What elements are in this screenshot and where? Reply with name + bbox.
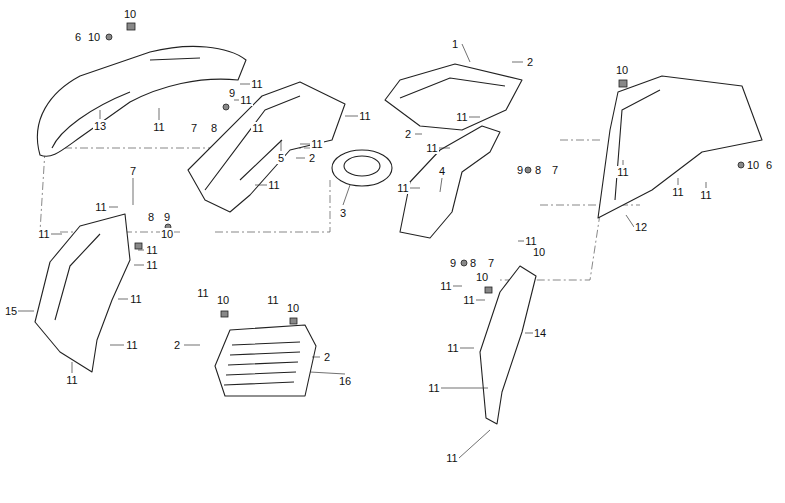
callout-number: 10 <box>615 64 629 76</box>
callout-number: 2 <box>173 339 181 351</box>
callout-number: 7 <box>190 122 198 134</box>
callout-number: 2 <box>308 152 316 164</box>
callout-number: 6 <box>74 31 82 43</box>
callout-number: 11 <box>239 94 252 106</box>
callout-number: 11 <box>251 122 264 134</box>
frame-bracket <box>188 82 345 212</box>
front-cowl-right <box>598 76 762 218</box>
callout-number: 7 <box>129 165 137 177</box>
callout-number: 11 <box>427 382 440 394</box>
top-cover <box>385 64 522 130</box>
callout-number: 10 <box>286 302 300 314</box>
callout-number: 11 <box>699 189 712 201</box>
callout-number: 9 <box>449 257 457 269</box>
callout-number: 2 <box>404 128 412 140</box>
parts <box>35 46 762 424</box>
callout-number: 11 <box>445 452 458 464</box>
callout-number: 11 <box>152 121 165 133</box>
callout-number: 11 <box>145 259 158 271</box>
callout-number: 11 <box>425 142 438 154</box>
callout-number: 10 <box>216 294 230 306</box>
callout-number: 8 <box>147 211 155 223</box>
callout-number: 10 <box>87 31 101 43</box>
callout-number: 11 <box>616 166 629 178</box>
callout-number: 11 <box>462 294 475 306</box>
callout-number: 7 <box>551 164 559 176</box>
callout-number: 11 <box>65 374 78 386</box>
radiator-grille <box>215 325 316 396</box>
callout-number: 9 <box>516 164 524 176</box>
callout-number: 11 <box>358 110 371 122</box>
callout-number: 2 <box>323 351 331 363</box>
callout-number: 11 <box>129 293 142 305</box>
callout-number: 11 <box>310 138 323 150</box>
fasteners <box>106 23 744 324</box>
callout-number: 11 <box>266 294 279 306</box>
callout-number: 8 <box>534 164 542 176</box>
front-cowl-left <box>37 46 246 156</box>
callout-number: 11 <box>94 201 107 213</box>
ring <box>332 150 392 186</box>
callout-number: 11 <box>125 339 138 351</box>
callout-number: 13 <box>93 120 107 132</box>
callout-number: 9 <box>228 87 236 99</box>
callout-number: 9 <box>163 211 171 223</box>
callout-number: 11 <box>671 186 684 198</box>
callout-number: 10 <box>532 246 546 258</box>
callout-number: 2 <box>526 56 534 68</box>
callout-number: 8 <box>210 122 218 134</box>
callout-number: 8 <box>469 257 477 269</box>
callout-number: 4 <box>438 165 446 177</box>
callout-number: 16 <box>338 375 352 387</box>
callout-number: 10 <box>475 271 489 283</box>
callout-number: 3 <box>339 207 347 219</box>
callout-number: 11 <box>446 342 459 354</box>
callout-number: 11 <box>439 280 452 292</box>
callout-number: 11 <box>455 111 468 123</box>
side-bracket <box>400 126 500 238</box>
callout-number: 11 <box>267 179 280 191</box>
lower-panel-left <box>35 214 130 372</box>
leader-lines <box>18 44 706 458</box>
callout-number: 11 <box>250 78 263 90</box>
callout-number: 14 <box>533 327 547 339</box>
callout-number: 7 <box>487 257 495 269</box>
callout-number: 15 <box>4 305 18 317</box>
lower-panel-right <box>480 266 536 424</box>
callout-number: 5 <box>277 152 285 164</box>
callout-number: 1 <box>451 38 459 50</box>
callout-number: 11 <box>396 182 409 194</box>
callout-number: 10 <box>160 228 174 240</box>
callout-number: 11 <box>196 287 209 299</box>
callout-number: 6 <box>765 159 773 171</box>
callout-number: 12 <box>634 221 648 233</box>
callout-number: 11 <box>37 228 50 240</box>
callout-number: 11 <box>145 244 158 256</box>
callout-number: 10 <box>123 8 137 20</box>
callout-number: 10 <box>746 159 760 171</box>
